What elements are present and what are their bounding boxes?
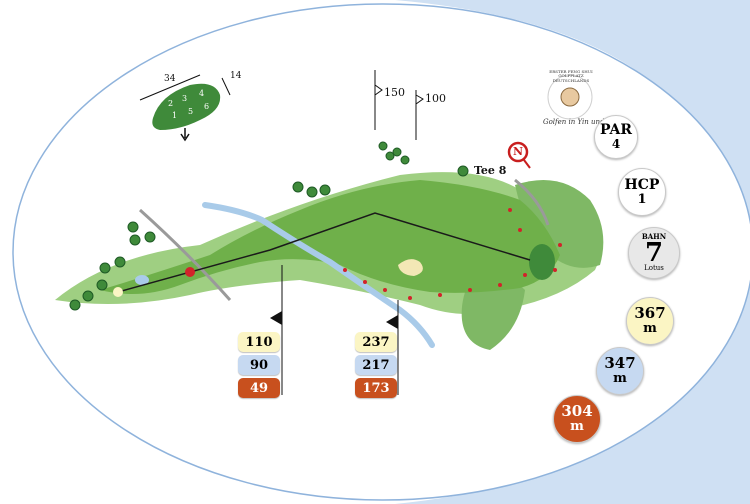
length-blue-value: 347 [604,354,636,373]
dist-left-red: 49 [238,378,280,398]
dist-right-blue: 217 [355,355,397,375]
yin-yang-icon [560,87,580,107]
length-yellow-value: 367 [634,304,666,323]
green-zone-4: 4 [199,89,205,98]
par-bubble: PAR 4 [594,115,638,159]
green-shape [152,83,221,130]
logo-ring-text: ERSTER FENG SHUI GOLFPLATZ DEUTSCHLANDS [549,69,593,83]
green-zone-3: 3 [182,94,188,103]
green-width-label: 34 [164,74,176,84]
blue-band [395,0,750,504]
bahn-label: BAHN [641,232,667,242]
dist-right-yellow: 237 [355,332,397,352]
length-blue-bubble: 347 m [596,347,644,395]
pond-small [135,275,149,285]
length-red-value: 304 [561,402,593,421]
hazard-dots [343,208,562,300]
par-value: 4 [611,137,621,152]
green-inset [139,74,231,142]
putting-green [529,244,555,280]
logo-tagline: Golfen in Yin und Yang [543,118,624,126]
marker-150: 150 [384,86,405,99]
dist-right-red: 173 [355,378,397,398]
cart-path-left [138,208,232,301]
green-zone-6: 6 [204,102,210,111]
hcp-label: HCP [624,176,660,193]
length-blue-unit: m [613,371,627,387]
length-red-bubble: 304 m [553,395,601,443]
compass-icon [507,141,529,163]
green-zone-1: 1 [172,111,178,120]
trees [69,141,469,311]
dist-left-blue: 90 [238,355,280,375]
par-label: PAR [599,122,632,139]
cart-path-right [514,178,550,226]
length-yellow-unit: m [643,321,657,337]
green-depth-label: 14 [230,71,242,81]
flag-right-icon [386,315,398,329]
flag-left-icon [270,311,282,325]
tee-label: Tee 8 [474,164,507,177]
compass-pointer [523,159,531,169]
hcp-value: 1 [637,191,647,207]
approach-arrow-icon [180,128,190,142]
distance-markers [374,70,424,140]
length-yellow-bubble: 367 m [626,297,674,345]
marker-100: 100 [425,92,446,105]
tee-yellow-marker [113,287,123,297]
dist-left-yellow: 110 [238,332,280,352]
tee-red-marker [185,267,195,277]
compass-letter: N [513,145,524,158]
green-zone-5: 5 [188,107,194,116]
fairway-bunker [398,259,423,276]
creek [202,202,435,348]
bahn-bubble: BAHN 7 Lotus [628,227,680,279]
length-red-unit: m [570,419,584,435]
trees-bottom [461,274,525,350]
bahn-number: 7 [644,237,664,268]
bahn-name: Lotus [644,264,664,273]
green-zone-2: 2 [168,99,174,108]
hcp-bubble: HCP 1 [618,168,666,216]
